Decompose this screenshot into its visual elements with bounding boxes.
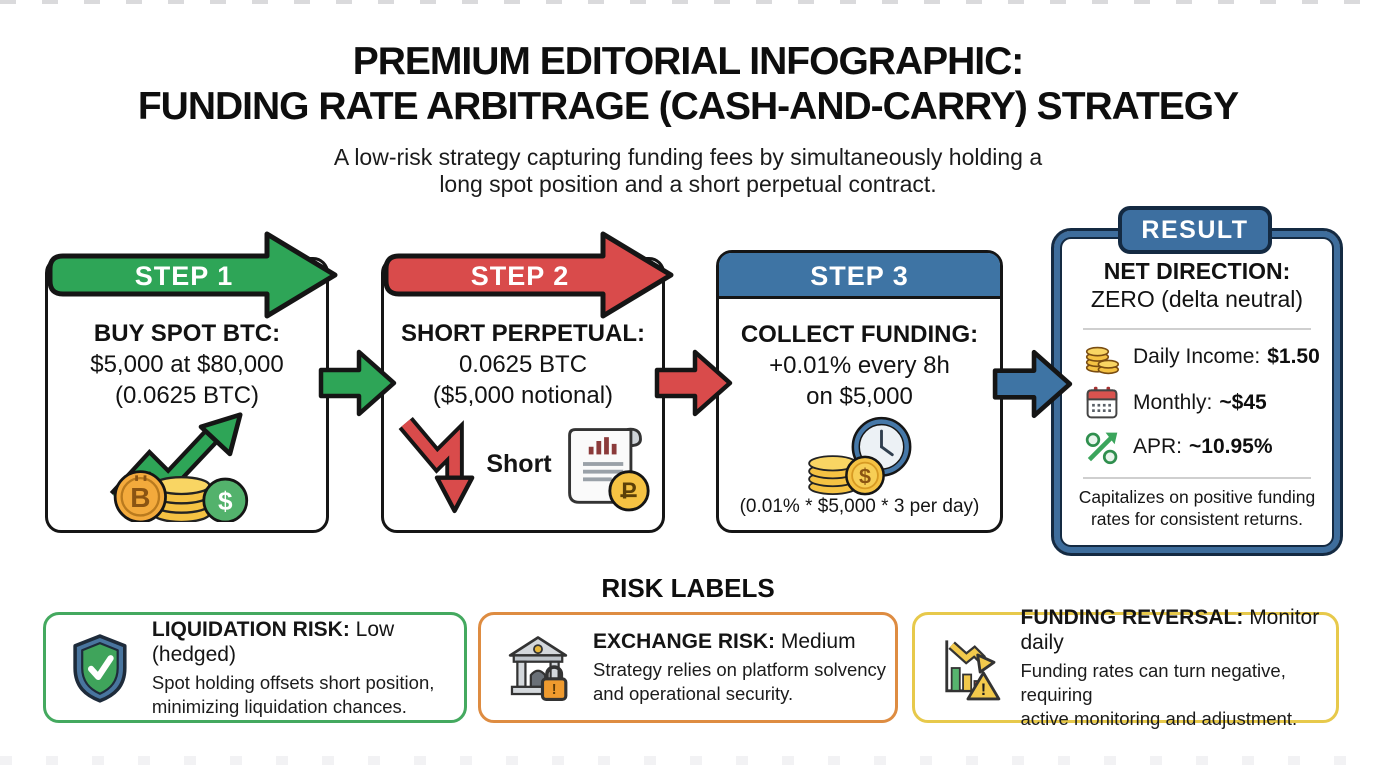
flow-arrow-red (654, 349, 733, 417)
step1-label: STEP 1 (135, 261, 234, 291)
risk-section-heading: RISK LABELS (601, 573, 775, 603)
perpetual-contract-icon: P (567, 427, 650, 512)
result-title: NET DIRECTION: (1103, 258, 1291, 284)
svg-text:$: $ (859, 464, 871, 488)
risk-card-liquidation: LIQUIDATION RISK: Low (hedged) Spot hold… (43, 612, 467, 723)
flow-arrow-blue (992, 349, 1073, 419)
svg-text:B: B (130, 482, 150, 513)
risk-title: LIQUIDATION RISK: (151, 617, 350, 641)
svg-text:$: $ (218, 486, 233, 516)
step1-title: BUY SPOT BTC: (93, 320, 281, 347)
step2-line2: ($5,000 notional) (432, 382, 614, 409)
step3-header: STEP 3 (719, 253, 1000, 299)
result-footer-line2: rates for consistent returns. (1090, 509, 1304, 529)
shield-check-icon (73, 633, 127, 703)
metric-value: $1.50 (1267, 345, 1320, 368)
page-subtitle-line2: long spot position and a short perpetual… (439, 171, 937, 197)
short-caption: Short (486, 449, 552, 478)
risk-card-funding-reversal: ! FUNDING REVERSAL: Monitor daily Fundin… (912, 606, 1339, 729)
red-down-arrow-icon (398, 416, 475, 514)
step3-line1: +0.01% every 8h (769, 352, 950, 379)
page-title-line1: PREMIUM EDITORIAL INFOGRAPHIC: (352, 40, 1025, 83)
step2-title: SHORT PERPETUAL: (400, 320, 645, 347)
result-subtitle: ZERO (delta neutral) (1090, 286, 1304, 312)
risk-value: Medium (780, 630, 856, 654)
step1-header-arrow: STEP 1 (47, 231, 338, 319)
coins-clock-icon: $ (808, 416, 912, 496)
step3-title: COLLECT FUNDING: (740, 321, 979, 348)
percent-growth-icon (1085, 432, 1118, 465)
btc-coins-up-arrow-icon: B $ (109, 412, 249, 522)
chart-down-warning-icon: ! (945, 639, 1001, 700)
risk-title: EXCHANGE RISK: (593, 630, 776, 654)
risk-card-exchange: ! EXCHANGE RISK: Medium Strategy relies … (478, 612, 898, 723)
risk-value: Monitor daily (1020, 605, 1320, 654)
result-footer-line1: Capitalizes on positive funding (1078, 487, 1316, 507)
svg-text:!: ! (552, 682, 557, 698)
risk-title-line: FUNDING REVERSAL: Monitor daily (1021, 605, 1337, 655)
divider (1083, 477, 1311, 479)
metric-daily-income: Daily Income: $1.50 (1084, 337, 1320, 377)
step3-line2: on $5,000 (806, 383, 913, 410)
step1-line1: $5,000 at $80,000 (90, 351, 284, 378)
step3-box: STEP 3 COLLECT FUNDING: +0.01% every 8h … (716, 250, 1003, 533)
bottom-edge-artifact (0, 756, 1376, 765)
risk-title-line: EXCHANGE RISK: Medium (593, 629, 886, 654)
risk-value: Low (hedged) (151, 617, 395, 666)
risk-description: Spot holding offsets short position, min… (151, 672, 435, 717)
metric-label: Daily Income: (1133, 345, 1261, 368)
page-subtitle-line1: A low-risk strategy capturing funding fe… (333, 144, 1043, 170)
coins-icon (1085, 346, 1120, 375)
metric-value: ~10.95% (1189, 435, 1273, 458)
result-box: NET DIRECTION: ZERO (delta neutral) Dail… (1051, 228, 1343, 556)
page-title-line2: FUNDING RATE ARBITRAGE (CASH-AND-CARRY) … (137, 85, 1239, 128)
step2-header-arrow: STEP 2 (383, 231, 674, 319)
bank-lock-icon: ! (508, 635, 568, 701)
step3-footnote: (0.01% * $5,000 * 3 per day) (739, 496, 980, 517)
top-edge-artifact (0, 0, 1376, 4)
step2-label: STEP 2 (471, 261, 570, 291)
risk-description: Funding rates can turn negative, requiri… (1020, 660, 1298, 729)
metric-apr: APR: ~10.95% (1084, 427, 1273, 467)
flow-arrow-green (318, 349, 397, 417)
risk-title: FUNDING REVERSAL: (1020, 605, 1244, 629)
metric-monthly: Monthly: ~$45 (1084, 383, 1267, 423)
risk-description: Strategy relies on platform solvency and… (593, 659, 887, 705)
divider (1083, 328, 1311, 330)
step2-line1: 0.0625 BTC (458, 351, 588, 378)
svg-text:P: P (621, 478, 636, 504)
result-badge: RESULT (1118, 206, 1272, 254)
risk-title-line: LIQUIDATION RISK: Low (hedged) (152, 617, 464, 667)
metric-value: ~$45 (1219, 391, 1267, 414)
calendar-icon (1086, 386, 1118, 419)
svg-text:!: ! (981, 680, 986, 698)
metric-label: Monthly: (1133, 391, 1213, 414)
metric-label: APR: (1133, 435, 1183, 458)
step1-line2: (0.0625 BTC) (114, 382, 260, 409)
